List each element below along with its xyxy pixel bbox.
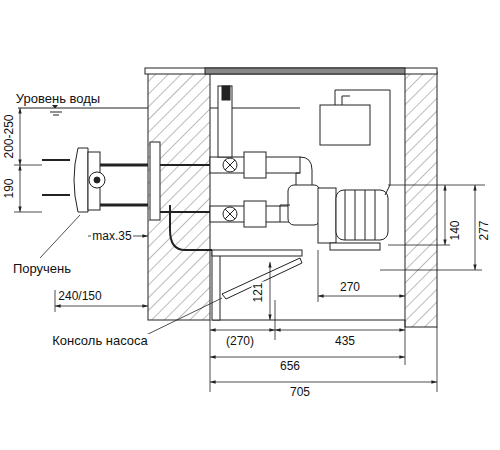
- dimension-label: 200-250: [3, 113, 16, 159]
- dimension-label: 705: [289, 386, 311, 399]
- dimension-label: 656: [279, 360, 301, 373]
- dimension-label: Поручень: [12, 262, 72, 275]
- pipework: [210, 86, 388, 250]
- dimension-label: 140: [449, 219, 462, 241]
- dimension-label: (270): [225, 335, 255, 348]
- dimension-label: 190: [3, 177, 16, 199]
- dimension-label: 270: [339, 281, 361, 294]
- dimension-label: max.35: [91, 230, 132, 243]
- dimension-lines: [14, 108, 485, 392]
- dimension-label: Уровень воды: [15, 92, 101, 105]
- nozzle-handrail: [42, 142, 215, 250]
- dimension-label: 435: [334, 335, 356, 348]
- pool-wall: [145, 68, 437, 327]
- dimension-label: 121: [252, 281, 265, 303]
- dimension-label: 277: [478, 219, 491, 241]
- dimension-label: 240/150: [57, 290, 102, 303]
- dimension-label: Консоль насоса: [51, 334, 149, 347]
- control-box: [320, 90, 390, 195]
